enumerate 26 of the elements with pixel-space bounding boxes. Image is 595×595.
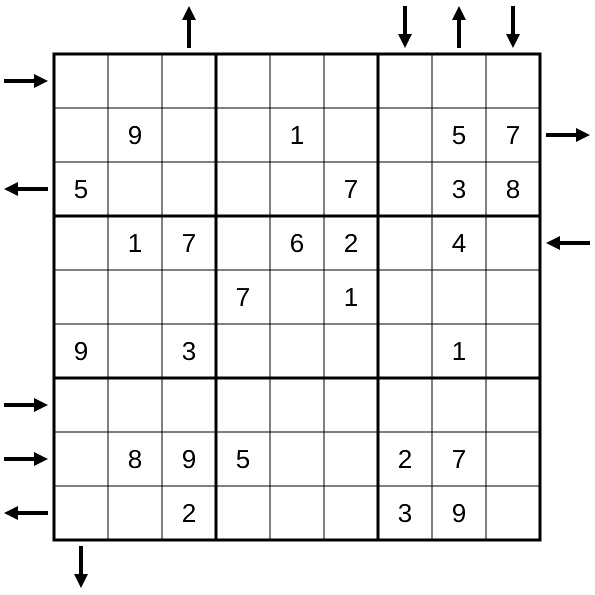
given-digit: 1 [288, 120, 306, 150]
given-digit: 3 [180, 336, 198, 366]
given-digit: 5 [234, 444, 252, 474]
given-digit: 9 [126, 120, 144, 150]
given-digit: 1 [126, 228, 144, 258]
given-digit: 6 [288, 228, 306, 258]
given-digit: 4 [450, 228, 468, 258]
given-digit: 9 [450, 498, 468, 528]
given-digit: 3 [396, 498, 414, 528]
given-digit: 1 [342, 282, 360, 312]
given-digit: 3 [450, 174, 468, 204]
given-digit: 8 [126, 444, 144, 474]
given-digit: 1 [450, 336, 468, 366]
given-digit: 7 [450, 444, 468, 474]
given-digit: 9 [72, 336, 90, 366]
given-digit: 7 [504, 120, 522, 150]
given-digit: 9 [180, 444, 198, 474]
given-digit: 2 [396, 444, 414, 474]
given-digit: 2 [342, 228, 360, 258]
given-digit: 7 [234, 282, 252, 312]
given-digit: 7 [180, 228, 198, 258]
given-digit: 5 [450, 120, 468, 150]
given-digit: 8 [504, 174, 522, 204]
given-digit: 7 [342, 174, 360, 204]
given-digit: 2 [180, 498, 198, 528]
given-digit: 5 [72, 174, 90, 204]
